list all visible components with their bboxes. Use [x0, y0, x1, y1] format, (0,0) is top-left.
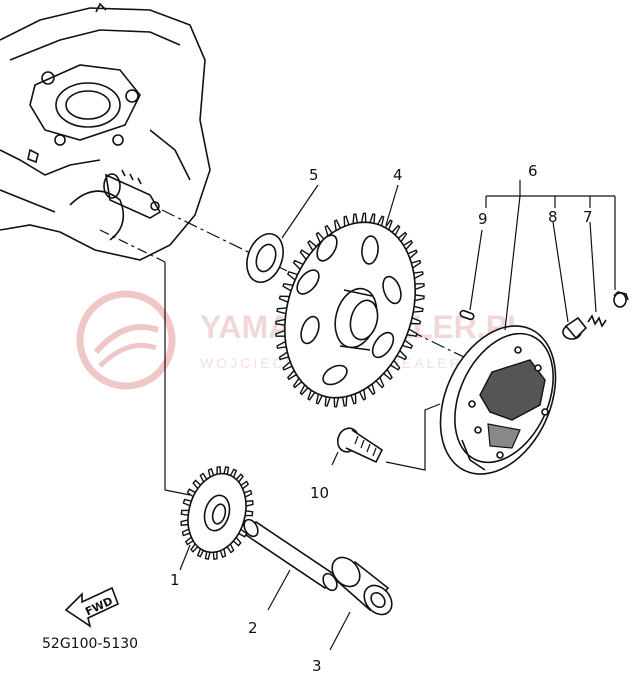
- roller-part-9: [459, 309, 475, 321]
- callout-8: 8: [548, 208, 558, 226]
- callout-bracket-6: [469, 180, 616, 331]
- part-code: 52G100-5130: [42, 636, 138, 652]
- bolt-part-10: [331, 403, 441, 471]
- engine-crankcase: [0, 2, 211, 261]
- spring-part-7: [587, 291, 629, 328]
- callout-3: 3: [312, 657, 322, 675]
- starter-gear-part-4: [275, 212, 425, 408]
- collar-part-3: [329, 556, 393, 651]
- callout-1: 1: [170, 571, 180, 589]
- callout-4: 4: [393, 166, 403, 184]
- callout-5: 5: [309, 166, 319, 184]
- washer-part-5: [246, 232, 284, 284]
- idler-gear-part-1: [179, 466, 254, 571]
- center-line: [161, 209, 471, 361]
- watermark-logo: [76, 290, 176, 390]
- fwd-arrow-icon: FWD: [64, 586, 120, 628]
- callout-9: 9: [478, 210, 488, 228]
- callout-7: 7: [583, 208, 593, 226]
- callout-10: 10: [310, 484, 329, 502]
- leader-line: [164, 262, 191, 496]
- shaft-part-2: [243, 518, 338, 611]
- callout-6: 6: [528, 162, 538, 180]
- starter-clutch-part-6: [439, 325, 557, 475]
- callout-2: 2: [248, 619, 258, 637]
- plunger-part-8: [562, 316, 588, 340]
